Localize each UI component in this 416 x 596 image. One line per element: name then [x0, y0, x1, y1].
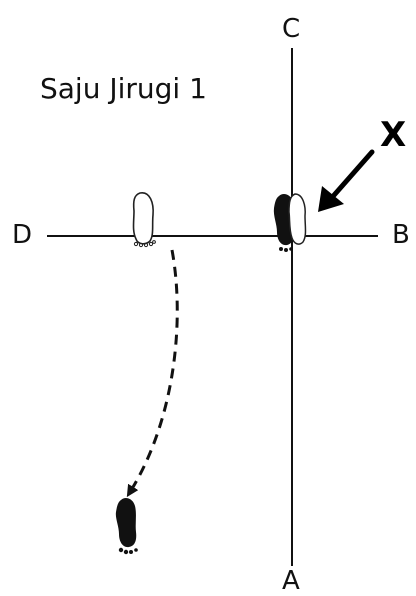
footprint-solid-icon: [115, 498, 138, 555]
arrow-icon: [318, 149, 375, 212]
marker-x-label: X: [380, 115, 407, 155]
direction-label-right: B: [392, 220, 410, 250]
footprint-outline-icon: [132, 192, 156, 248]
direction-label-top: C: [282, 14, 301, 44]
direction-label-bottom: A: [282, 566, 300, 596]
movement-arrow: [126, 249, 179, 498]
direction-label-left: D: [12, 220, 33, 250]
diagram-title: Saju Jirugi 1: [40, 72, 207, 105]
footprint-outline-icon: [288, 193, 307, 245]
